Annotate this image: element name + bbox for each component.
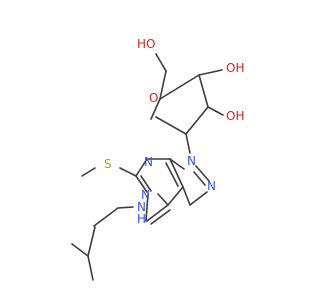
atom-hydroxymethyl-ho: HO xyxy=(137,37,155,51)
atom-oh-top: OH xyxy=(226,61,244,75)
molecule-structure: OH HO O OH S N N N N N H xyxy=(71,37,244,281)
atom-ring-oxygen: O xyxy=(149,91,158,105)
atom-n3: N xyxy=(144,155,153,169)
atom-n1: N xyxy=(141,188,150,202)
atom-nh: N xyxy=(137,200,146,214)
oh-lower-bond xyxy=(207,106,224,116)
atom-sulfur: S xyxy=(104,157,112,171)
atom-oh-lower: OH xyxy=(226,109,244,123)
methylthio-group xyxy=(81,167,137,177)
ribose-ring xyxy=(150,74,209,135)
purine-core xyxy=(135,158,210,225)
hydroxymethyl-group xyxy=(155,53,167,100)
atom-nh-hydrogen: H xyxy=(137,212,146,226)
atom-n7: N xyxy=(207,179,216,193)
glycosidic-bond xyxy=(185,133,191,154)
atom-n9: N xyxy=(187,154,196,168)
prenylamino-chain xyxy=(71,193,149,281)
oh-top-bond xyxy=(198,69,223,76)
